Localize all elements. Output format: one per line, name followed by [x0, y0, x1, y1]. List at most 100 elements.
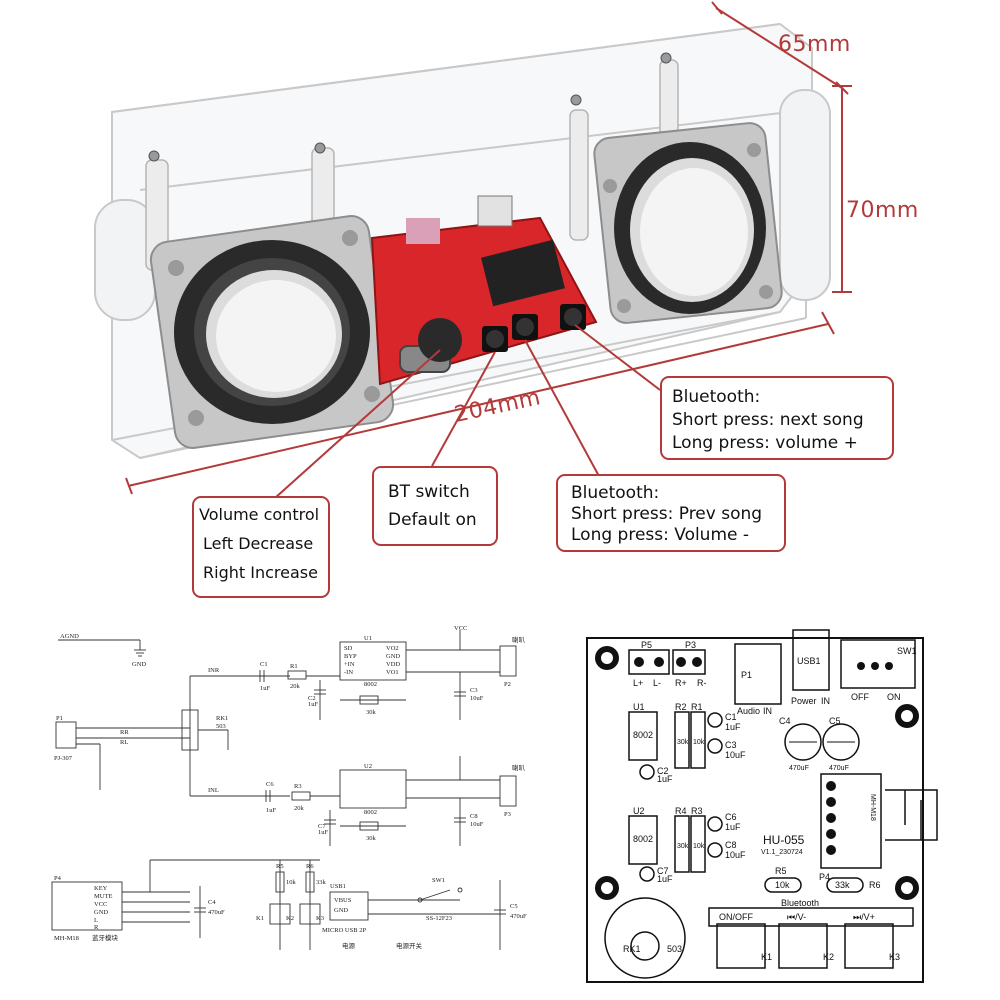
r1-label: R1	[290, 663, 298, 670]
pcb-c2-label: C2	[657, 766, 669, 776]
pcb-silkscreen: P5 P3 L+ L- R+ R- P1 Audio IN USB1 Power…	[586, 629, 938, 983]
pcb-c1-value: 1uF	[725, 722, 741, 732]
pcb-version: V1.1_230724	[761, 849, 803, 856]
r6-value: 33k	[316, 879, 327, 886]
pin-in-minus: -IN	[344, 669, 353, 676]
pcb-r5-label: R5	[775, 866, 787, 876]
pcb-r2-value: 30k	[677, 739, 689, 746]
pcb-u2-chip: 8002	[633, 834, 653, 844]
usb-gnd-label: GND	[334, 907, 348, 914]
c8-value: 10uF	[470, 821, 484, 828]
pcb-usb1-label: USB1	[797, 656, 821, 666]
usb1-label: USB1	[330, 883, 346, 890]
c6-value: 1uF	[266, 807, 277, 814]
prev-song-callout: Bluetooth: Short press: Prev song Long p…	[556, 474, 786, 552]
r5-label: R5	[276, 863, 284, 870]
callout-line: Left Decrease	[203, 534, 314, 553]
pcb-pin-l-minus: L-	[653, 678, 661, 688]
p3-label: P3	[504, 811, 511, 818]
callout-line: BT switch	[388, 482, 470, 502]
u1-label: U1	[364, 635, 372, 642]
callout-line: Default on	[388, 510, 477, 530]
pcb-sw1-label: SW1	[897, 646, 917, 656]
rk1-value: 503	[216, 723, 226, 730]
pin-in-plus: +IN	[344, 661, 355, 668]
usb-part: MICRO USB 2P	[322, 927, 366, 934]
pin-vo2: VO2	[386, 645, 399, 652]
c5-value: 470uF	[510, 913, 527, 920]
pcb-rk1-value: 503	[667, 944, 682, 954]
rk1-label: RK1	[216, 715, 228, 722]
c3-label: C3	[470, 687, 478, 694]
pcb-r3-label: R3	[691, 806, 703, 816]
pcb-k1-label: K1	[761, 952, 772, 962]
power-caption: 电源	[342, 941, 356, 950]
pcb-audio-in-label: IN	[763, 706, 772, 716]
bt-pin-mute: MUTE	[94, 893, 112, 900]
vbus-label: VBUS	[334, 897, 352, 904]
pcb-btn2-label: ⏮/V-	[787, 912, 806, 922]
pcb-r1-value: 10k	[693, 739, 705, 746]
vcc-label: VCC	[454, 625, 467, 632]
c1-value: 1uF	[260, 685, 271, 692]
pcb-bluetooth-label: Bluetooth	[781, 898, 819, 908]
pcb-c4-label: C4	[779, 716, 791, 726]
pin-gnd: GND	[386, 653, 400, 660]
red-circuit-board	[370, 195, 598, 386]
bt-module-caption: 蓝牙模块	[92, 933, 119, 942]
bt-switch-callout: BT switch Default on	[372, 466, 498, 546]
pin-byp: BYP	[344, 653, 357, 660]
callout-line: Short press: next song	[672, 410, 864, 430]
c2-value: 1uF	[308, 701, 319, 708]
pcb-r3-value: 10k	[693, 843, 705, 850]
pcb-c5-label: C5	[829, 716, 841, 726]
c1-label: C1	[260, 661, 268, 668]
k3-label: K3	[316, 915, 324, 922]
bt-pin-key: KEY	[94, 885, 108, 892]
pin-vdd: VDD	[386, 661, 400, 668]
callout-line: Short press: Prev song	[571, 504, 763, 524]
left-speaker	[149, 215, 395, 449]
pcb-c7-value: 1uF	[657, 874, 673, 884]
circuit-schematic: AGND GND VCC INR INL C1 1uF R1 20k C6 1u…	[51, 625, 527, 950]
bt-pin-l: L	[94, 917, 98, 924]
pcb-c6-label: C6	[725, 812, 737, 822]
pcb-module-label: MH-M18	[869, 794, 876, 821]
pcb-c7-label: C7	[657, 866, 669, 876]
pcb-btn3-label: ⏭/V+	[853, 912, 875, 922]
pcb-audio-label: Audio	[737, 706, 760, 716]
volume-callout: Volume control Left Decrease Right Incre…	[192, 496, 330, 598]
pcb-on-label: ON	[887, 692, 901, 702]
pcb-p5-label: P5	[641, 640, 652, 650]
p4-label: P4	[54, 875, 62, 882]
bt-pin-vcc: VCC	[94, 901, 107, 908]
r2-value: 30k	[366, 709, 377, 716]
speaker-label-bottom: 喇叭	[512, 763, 526, 772]
pcb-u1-chip: 8002	[633, 730, 653, 740]
pcb-c3-label: C3	[725, 740, 737, 750]
pcb-r4-label: R4	[675, 806, 687, 816]
pcb-r6-value: 33k	[835, 880, 850, 890]
p1-label: P1	[56, 715, 63, 722]
r5-value: 10k	[286, 879, 297, 886]
pcb-pin-r-plus: R+	[675, 678, 687, 688]
pcb-r5-value: 10k	[775, 880, 790, 890]
u1-chip: 8002	[364, 681, 377, 688]
callout-line: Long press: Volume -	[571, 525, 750, 545]
p1-part: PJ-307	[54, 755, 73, 762]
c2-label: C2	[308, 695, 316, 702]
pcb-c4-value: 470uF	[789, 765, 809, 772]
pcb-r4-value: 30k	[677, 843, 689, 850]
agnd-label: AGND	[60, 633, 79, 640]
pcb-power-label: Power	[791, 696, 817, 706]
r6-label: R6	[306, 863, 314, 870]
pcb-u1-label: U1	[633, 702, 645, 712]
callout-line: Volume control	[199, 505, 320, 524]
callout-line: Right Increase	[203, 563, 318, 582]
pcb-rk1-label: RK1	[623, 944, 641, 954]
sw-part: SS-12F23	[426, 915, 452, 922]
pcb-u2-label: U2	[633, 806, 645, 816]
c4-label: C4	[208, 899, 216, 906]
p2-label: P2	[504, 681, 511, 688]
bt-pin-r: R	[94, 924, 99, 931]
